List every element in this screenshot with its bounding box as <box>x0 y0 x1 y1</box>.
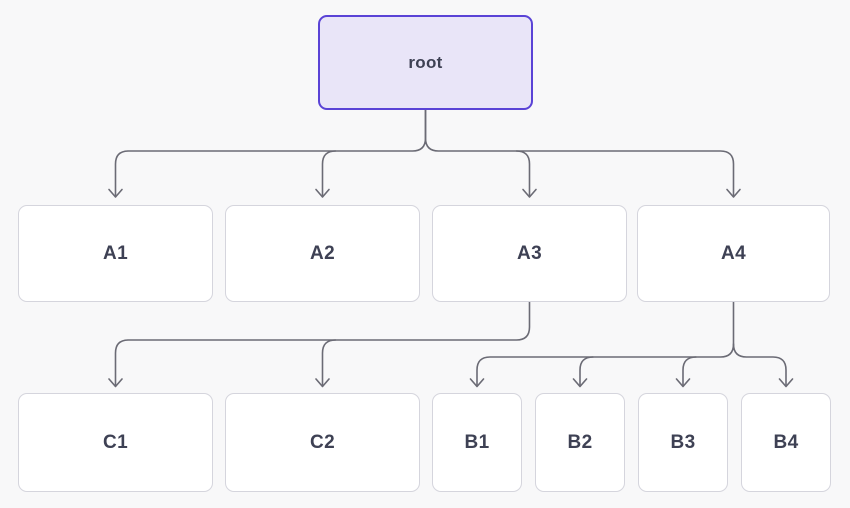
node-label: C1 <box>103 431 128 453</box>
edge-arrowhead <box>315 188 330 198</box>
node-label: A1 <box>103 242 128 264</box>
tree-node-a1[interactable]: A1 <box>18 205 213 302</box>
edge-a4-b2 <box>579 356 594 387</box>
edge-arrowhead <box>522 188 537 198</box>
edge-root-a3 <box>515 150 531 197</box>
node-label: A2 <box>310 242 335 264</box>
node-label: B4 <box>773 431 799 453</box>
node-label: C2 <box>310 431 335 453</box>
tree-node-b3[interactable]: B3 <box>638 393 728 492</box>
node-label: A3 <box>517 242 542 264</box>
tree-node-b4[interactable]: B4 <box>741 393 831 492</box>
edge-root-a2 <box>321 150 337 197</box>
edge-arrowhead <box>778 378 794 388</box>
tree-node-b2[interactable]: B2 <box>535 393 625 492</box>
edge-a4-b4 <box>732 343 787 387</box>
edge-arrowhead <box>675 378 691 388</box>
edge-arrowhead <box>726 188 741 198</box>
edge-arrowhead <box>572 378 588 388</box>
tree-node-c2[interactable]: C2 <box>225 393 420 492</box>
edge-arrowhead <box>108 378 123 388</box>
edge-a3-c1 <box>114 301 531 387</box>
node-label: B1 <box>464 431 490 453</box>
tree-node-b1[interactable]: B1 <box>432 393 522 492</box>
edge-arrowhead <box>315 378 330 388</box>
edge-a4-b1 <box>476 301 735 387</box>
edge-a3-c2 <box>321 339 337 387</box>
edge-arrowhead <box>469 378 485 388</box>
tree-node-c1[interactable]: C1 <box>18 393 213 492</box>
tree-node-a4[interactable]: A4 <box>637 205 830 302</box>
edge-root-a4 <box>424 109 735 197</box>
tree-node-a2[interactable]: A2 <box>225 205 420 302</box>
edge-a4-b3 <box>682 356 697 387</box>
node-label: B2 <box>567 431 593 453</box>
node-label: root <box>408 52 443 72</box>
tree-node-root[interactable]: root <box>318 15 533 110</box>
edge-arrowhead <box>108 188 123 198</box>
node-label: B3 <box>670 431 696 453</box>
tree-node-a3[interactable]: A3 <box>432 205 627 302</box>
edge-root-a1 <box>114 109 427 197</box>
node-label: A4 <box>721 242 746 264</box>
